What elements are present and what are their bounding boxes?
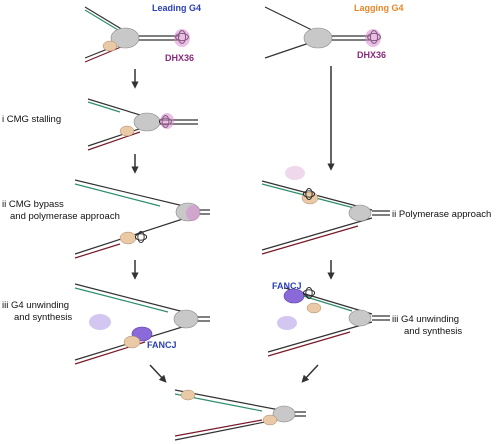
label-fancj-left: FANCJ [147,340,177,350]
step-ii-left-line1: ii CMG bypass [2,199,64,210]
fork-cmg-stalling [87,98,198,151]
header-leading-g4: Leading G4 [152,3,201,13]
step-iii-right-line2: and synthesis [404,326,462,337]
fork-g4-unwinding-right [267,286,390,357]
down-arrow-icon [149,364,167,383]
step-ii-right-label: ii Polymerase approach [392,209,491,220]
down-arrow-icon [301,364,319,383]
step-iii-left-line1: iii G4 unwinding [2,300,69,311]
fork-g4-unwinding-left [74,283,210,365]
fork-completed [174,389,306,441]
fork-lagging-top [264,6,381,59]
step-iii-left-line2: and synthesis [14,312,72,323]
label-fancj-right: FANCJ [272,281,302,291]
fork-cmg-bypass [74,179,210,259]
step-iii-right-line1: iii G4 unwinding [392,314,459,325]
step-ii-left-line2: and polymerase approach [10,211,120,222]
label-dhx36-right: DHX36 [357,50,386,60]
header-lagging-g4: Lagging G4 [354,3,404,13]
step-i-label: i CMG stalling [2,114,61,125]
fork-leading-top [84,6,190,63]
fork-polymerase-approach [261,166,390,255]
label-dhx36-left: DHX36 [165,53,194,63]
